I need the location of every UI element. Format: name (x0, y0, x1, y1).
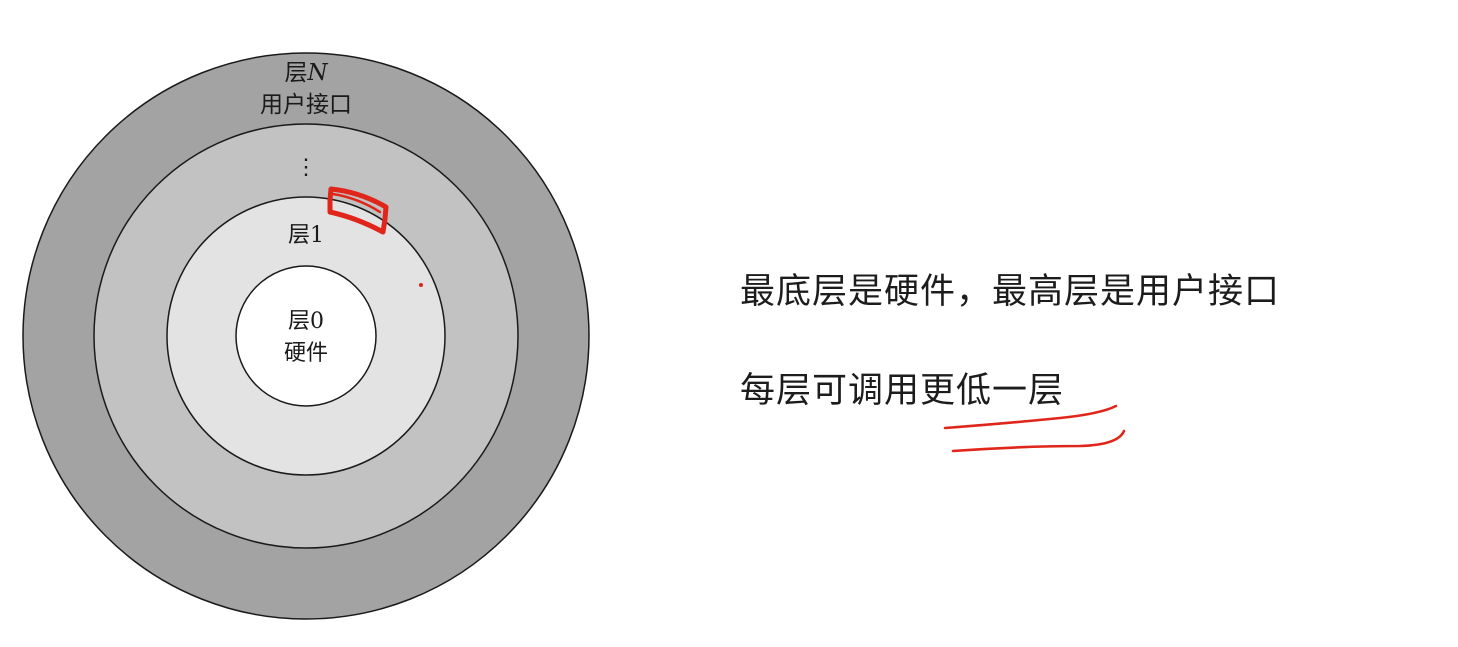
statement-lower-layer-highlight: 更低一层 (920, 371, 1065, 411)
ellipsis-mark: ⋮ (295, 155, 317, 180)
layer-0-core (235, 265, 377, 407)
statement-call-lower-layer: 每层可调用更低一层 (740, 362, 1064, 413)
statement-call-text: 每层可调用 (740, 371, 921, 411)
layer-1-label: 层1 (288, 223, 324, 248)
layer-0-label: 层0 (288, 309, 324, 334)
layer-n-description: 用户接口 (260, 92, 352, 118)
pen-underline-bottom (951, 429, 1126, 453)
layer-0-description: 硬件 (284, 341, 328, 366)
layer-n-label: 层N (284, 60, 328, 86)
layered-os-diagram: 层N 用户接口 ⋮ 层1 层0 硬件 (22, 52, 590, 620)
statement-bottom-top-layers: 最底层是硬件，最高层是用户接口 (740, 272, 1281, 312)
